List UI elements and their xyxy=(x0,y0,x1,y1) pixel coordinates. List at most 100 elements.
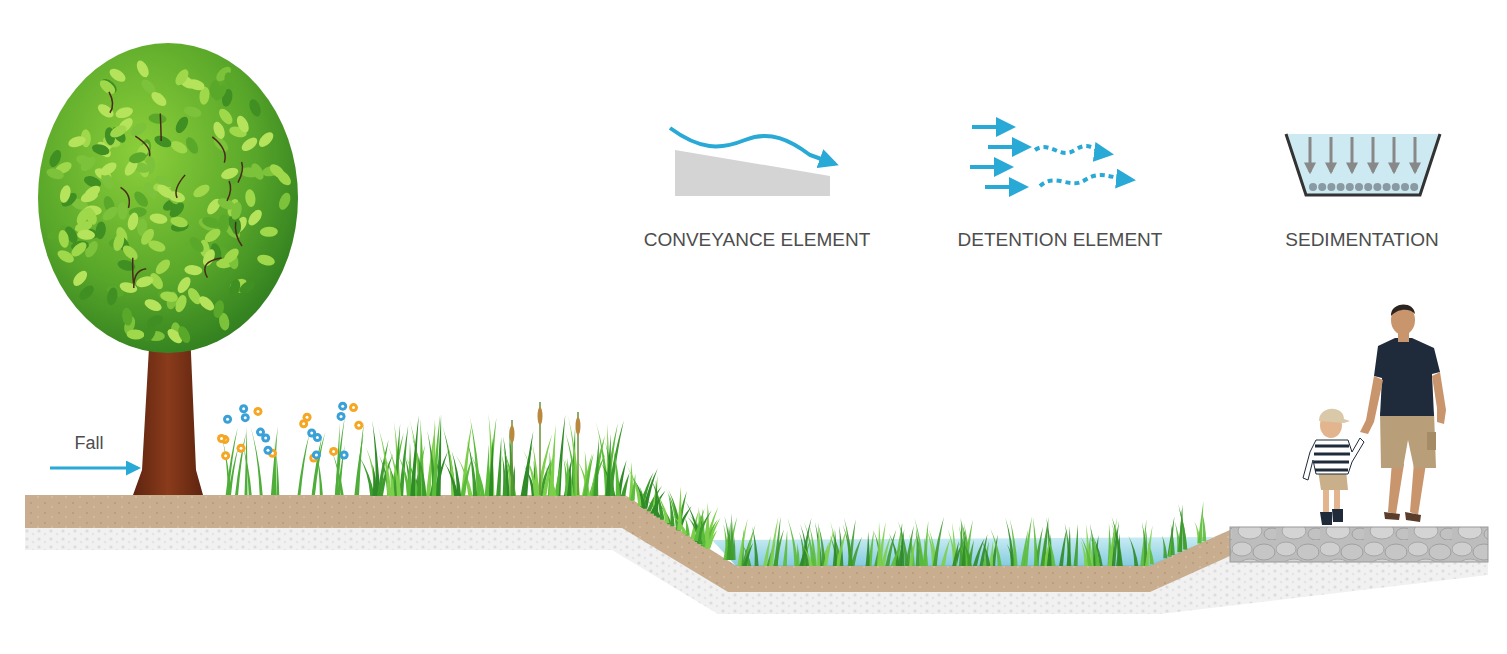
leaf xyxy=(120,243,140,263)
stem xyxy=(244,427,247,495)
stem xyxy=(273,438,276,495)
flower xyxy=(239,404,248,413)
boy-figure xyxy=(1303,409,1364,525)
flower-centre xyxy=(357,424,360,427)
grass-blade xyxy=(891,543,902,566)
grass-blade xyxy=(591,438,605,496)
leaf xyxy=(191,182,212,200)
leaf xyxy=(219,214,229,232)
leaves xyxy=(45,59,293,346)
slope-icon xyxy=(675,150,830,196)
leaf xyxy=(256,253,276,267)
grass-blade xyxy=(590,435,605,496)
grass-blade xyxy=(613,449,620,496)
leaf xyxy=(202,226,222,245)
sediment-grain xyxy=(1309,183,1317,191)
branch xyxy=(227,181,231,201)
flower xyxy=(237,444,246,453)
settling-arrow xyxy=(1414,137,1417,172)
branch xyxy=(160,114,162,141)
grass-blade xyxy=(627,466,643,506)
leaf xyxy=(148,113,167,125)
flower xyxy=(313,433,322,442)
grass-blade xyxy=(1167,516,1174,556)
grass-blade xyxy=(432,415,440,496)
leaf xyxy=(201,215,221,230)
grass-blade xyxy=(443,461,458,496)
flower xyxy=(354,421,363,430)
bank-grass xyxy=(359,402,721,549)
soil-layer xyxy=(25,495,1230,592)
grass-blade xyxy=(933,517,944,566)
element-label: SEDIMENTATION xyxy=(1285,229,1438,251)
grass-blade xyxy=(564,455,573,496)
grass-blade xyxy=(801,544,813,566)
stem xyxy=(298,434,310,495)
grass-blade xyxy=(606,434,611,496)
flower xyxy=(299,419,308,428)
flower-centre xyxy=(343,453,346,456)
grass-blade xyxy=(593,438,599,496)
grass-blade xyxy=(836,527,848,566)
grass-blade xyxy=(461,422,472,496)
leaf xyxy=(216,106,235,126)
flow-label: Fall xyxy=(74,433,103,454)
flower xyxy=(337,412,346,421)
flower-centre xyxy=(340,415,343,418)
flower xyxy=(241,413,250,422)
flower xyxy=(253,407,262,416)
grass-blade xyxy=(485,444,490,496)
leaf xyxy=(153,257,173,277)
leaf xyxy=(58,184,72,204)
flower xyxy=(223,415,232,424)
stem xyxy=(235,432,246,495)
grass-blade xyxy=(694,509,705,541)
branch xyxy=(212,137,225,163)
settling-arrow xyxy=(1393,137,1396,172)
stone-path xyxy=(1230,527,1488,562)
leaf xyxy=(135,274,155,289)
grass-blade xyxy=(1010,519,1018,566)
leaf xyxy=(107,66,128,84)
grass-blade xyxy=(359,455,375,496)
detention-icon xyxy=(970,127,1132,187)
leaf xyxy=(132,189,151,209)
cattail-head xyxy=(510,425,515,443)
grass-blade xyxy=(1129,536,1139,566)
sediment-grain xyxy=(1383,183,1391,191)
leaf xyxy=(274,168,294,188)
leaf xyxy=(222,71,237,91)
grass-blade xyxy=(1162,535,1167,558)
grass-blade xyxy=(1198,501,1204,543)
leaf xyxy=(82,183,102,202)
settling-arrow xyxy=(1372,137,1375,172)
flower-centre xyxy=(316,436,319,439)
leaf xyxy=(237,278,257,296)
leaf xyxy=(143,297,164,313)
leaf xyxy=(98,160,119,178)
grass-blade xyxy=(488,413,494,496)
leaf xyxy=(256,130,276,150)
flower-centre xyxy=(259,431,262,434)
leaf xyxy=(173,115,191,136)
leaf xyxy=(126,211,140,231)
leaf xyxy=(108,123,129,140)
grass-blade xyxy=(605,423,618,496)
grass-blade xyxy=(650,478,665,520)
leaf xyxy=(244,189,256,208)
grass-blade xyxy=(1059,529,1067,566)
flower xyxy=(349,403,358,412)
leaf xyxy=(74,206,92,227)
flower-centre xyxy=(256,410,259,413)
flower-centre xyxy=(302,422,305,425)
fall-arrow xyxy=(50,467,138,470)
branch xyxy=(121,187,130,207)
flower-centre xyxy=(264,437,267,440)
leaf xyxy=(111,232,126,252)
flower-centre xyxy=(266,449,269,452)
flower-centre xyxy=(224,454,227,457)
leaf xyxy=(212,299,226,319)
leaf xyxy=(118,281,138,295)
grass-blade xyxy=(583,453,594,496)
plants xyxy=(217,402,364,495)
